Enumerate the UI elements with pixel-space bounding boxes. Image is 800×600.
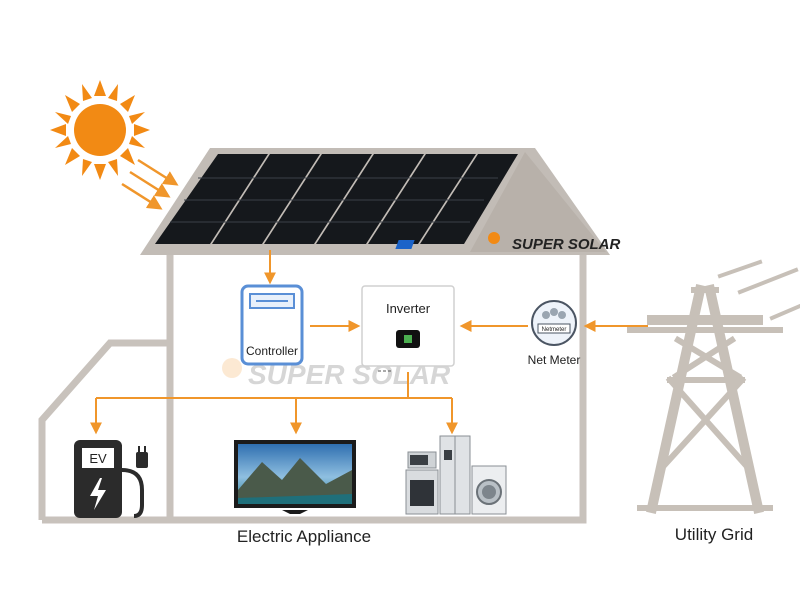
garage-outline xyxy=(38,339,170,520)
utility-grid-label: Utility Grid xyxy=(675,525,753,544)
inverter-icon: Inverter xyxy=(361,285,455,372)
transmission-tower-icon xyxy=(627,259,800,514)
kitchen-appliances-icon xyxy=(405,435,507,515)
brand-name: SUPER SOLAR xyxy=(512,236,621,253)
net-meter-icon: Netmeter Net Meter xyxy=(528,300,581,367)
inverter-label: Inverter xyxy=(386,301,431,316)
house-outline xyxy=(166,245,587,524)
controller-icon: Controller xyxy=(240,284,304,366)
flow-arrows xyxy=(90,250,648,435)
electric-appliance-label: Electric Appliance xyxy=(237,527,371,546)
tv-icon xyxy=(234,440,356,514)
ev-label: EV xyxy=(89,451,107,466)
sun-icon xyxy=(50,80,150,180)
net-meter-label: Net Meter xyxy=(528,353,581,367)
sun-rays xyxy=(121,158,179,210)
brand-logo: SUPER SOLAR xyxy=(395,232,621,253)
solar-panel-icon xyxy=(155,154,518,244)
net-meter-face-label: Netmeter xyxy=(542,327,567,333)
roof-gable xyxy=(470,152,606,252)
controller-label: Controller xyxy=(246,344,298,358)
ev-charger-icon: EV xyxy=(74,440,148,518)
